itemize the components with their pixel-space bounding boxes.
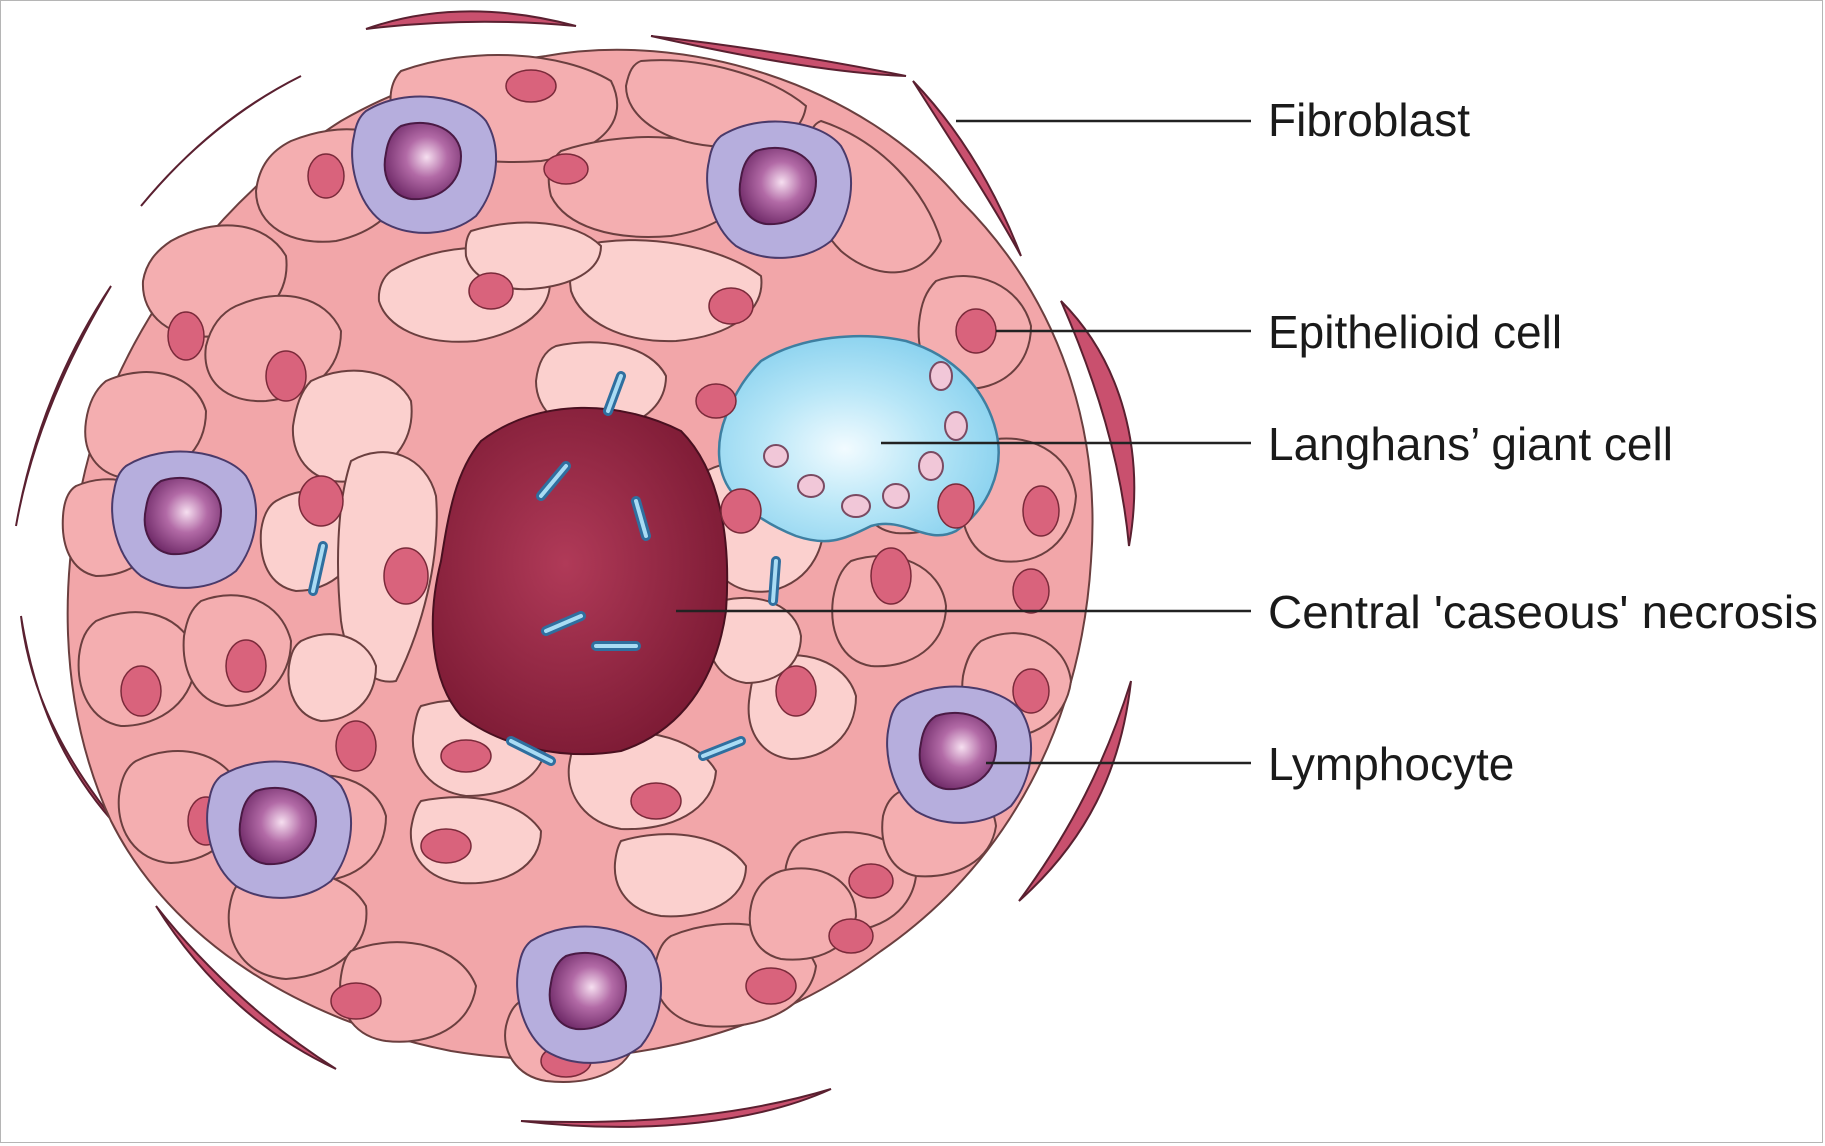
epithelioid-nucleus [631, 783, 681, 819]
epithelioid-nucleus [266, 351, 306, 401]
epithelioid-nucleus [384, 548, 428, 604]
epithelioid-nucleus [696, 384, 736, 418]
epithelioid-nucleus [469, 273, 513, 309]
epithelioid-nucleus [421, 829, 471, 863]
epithelioid-nucleus [849, 864, 893, 898]
lymphocyte [517, 927, 661, 1063]
epithelioid-nucleus [331, 983, 381, 1019]
langhans-nucleus [842, 495, 870, 517]
labels: Fibroblast Epithelioid cell Langhans’ gi… [1268, 94, 1818, 790]
langhans-nucleus [883, 484, 909, 508]
lymphocyte [887, 687, 1031, 823]
label-fibroblast: Fibroblast [1268, 94, 1470, 146]
caseous-necrosis [433, 408, 727, 754]
label-lymphocyte: Lymphocyte [1268, 738, 1514, 790]
lymphocyte [207, 762, 351, 898]
epithelioid-nucleus [871, 548, 911, 604]
epithelioid-nucleus [709, 288, 753, 324]
langhans-nucleus [930, 362, 952, 390]
lymphocyte [352, 97, 496, 233]
epithelioid-nucleus [956, 309, 996, 353]
epithelioid-nucleus [721, 489, 761, 533]
epithelioid-nucleus [506, 70, 556, 102]
epithelioid-nucleus [776, 666, 816, 716]
epithelioid-nucleus [299, 476, 343, 526]
fibroblast-cell [366, 11, 576, 29]
epithelioid-nucleus [829, 919, 873, 953]
epithelioid-nucleus [746, 968, 796, 1004]
epithelioid-nucleus [121, 666, 161, 716]
epithelioid-nucleus [336, 721, 376, 771]
label-epithelioid-cell: Epithelioid cell [1268, 306, 1562, 358]
epithelioid-nucleus [1013, 669, 1049, 713]
langhans-nucleus [764, 445, 788, 467]
lymphocyte [707, 122, 851, 258]
epithelioid-nucleus [544, 154, 588, 184]
bacillus [773, 561, 776, 601]
langhans-nucleus [798, 475, 824, 497]
epithelioid-nucleus [938, 484, 974, 528]
label-langhans-giant-cell: Langhans’ giant cell [1268, 418, 1673, 470]
epithelioid-nucleus [1013, 569, 1049, 613]
epithelioid-nucleus [441, 740, 491, 772]
epithelioid-nucleus [168, 312, 204, 360]
label-caseous-necrosis: Central 'caseous' necrosis [1268, 586, 1818, 638]
langhans-nucleus [945, 412, 967, 440]
fibroblast-cell [521, 1089, 831, 1127]
lymphocyte [112, 452, 256, 588]
langhans-nucleus [919, 452, 943, 480]
epithelioid-nucleus [308, 154, 344, 198]
epithelioid-nucleus [226, 640, 266, 692]
epithelioid-nucleus [1023, 486, 1059, 536]
